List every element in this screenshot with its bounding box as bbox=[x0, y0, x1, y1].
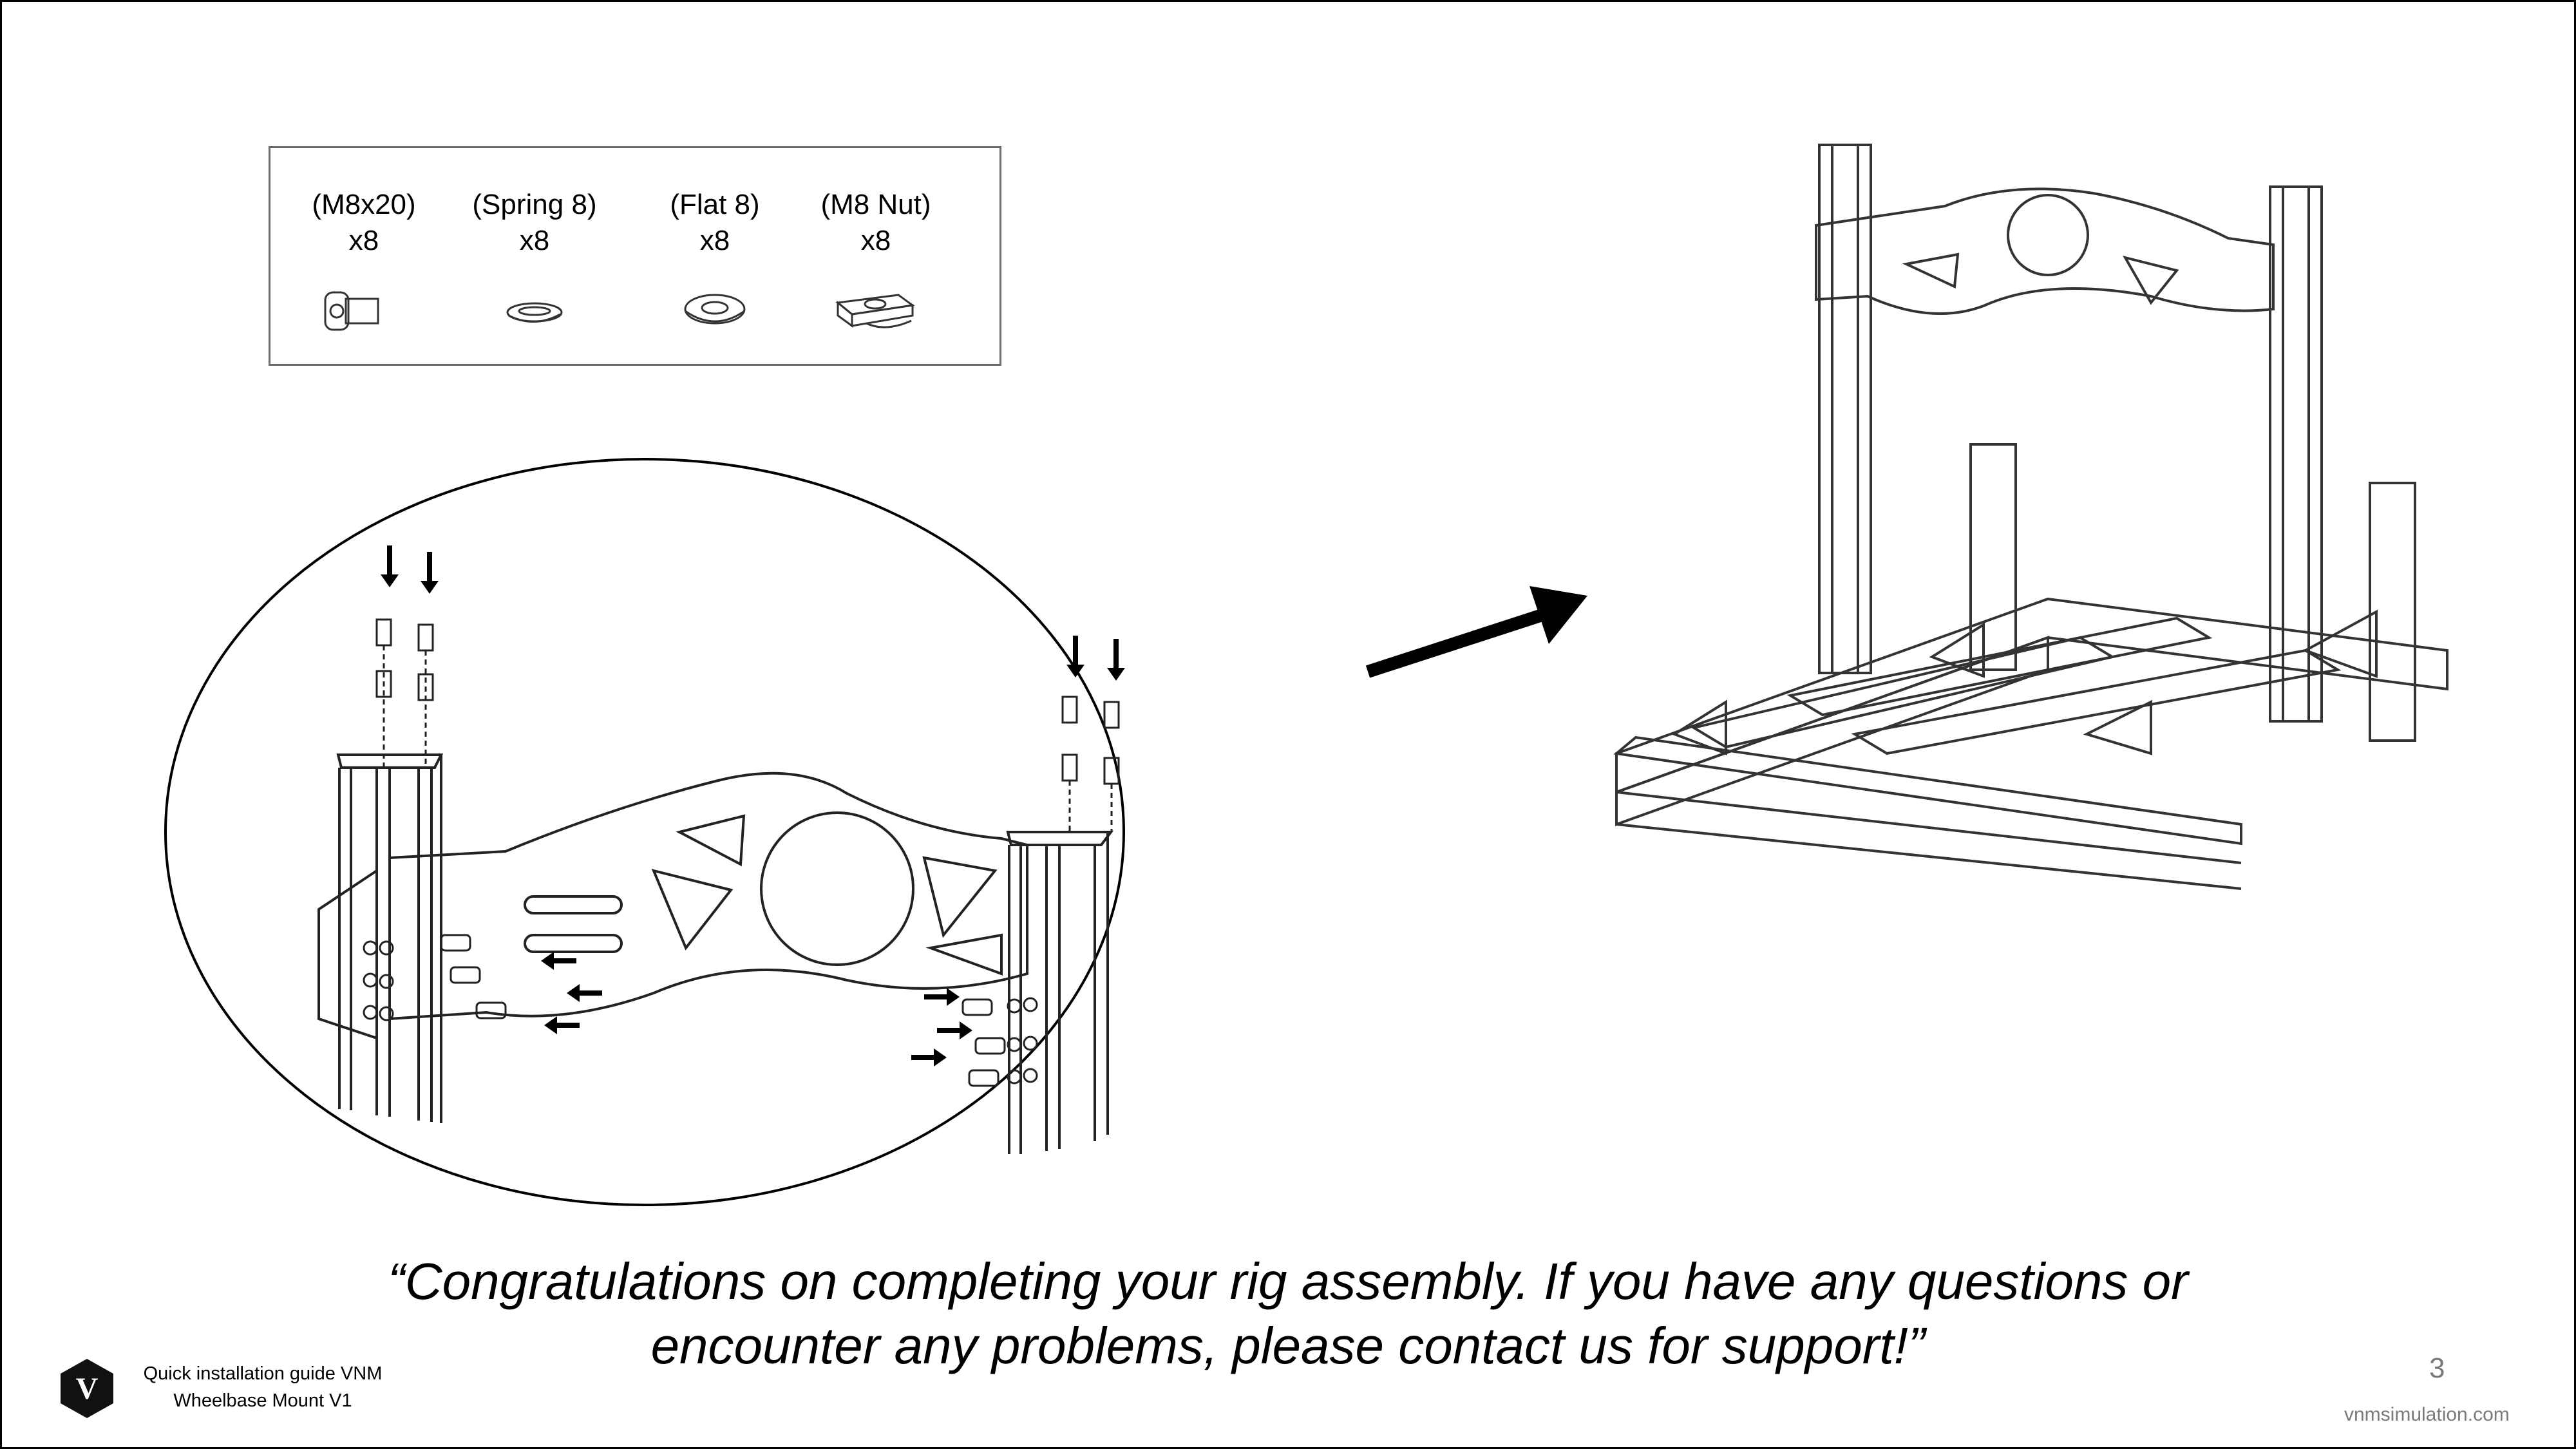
part-name: (M8x20) bbox=[312, 189, 416, 220]
wheelbase-mount-plate-top bbox=[1815, 187, 2275, 315]
detail-ellipse bbox=[164, 458, 1125, 1206]
part-flat-washer: (Flat 8) x8 bbox=[631, 187, 799, 325]
tall-upright-right bbox=[2269, 185, 2323, 723]
part-t-nut: (M8 Nut) x8 bbox=[792, 187, 960, 328]
website-link[interactable]: vnmsimulation.com bbox=[2344, 1404, 2510, 1425]
direction-arrows bbox=[381, 545, 1125, 1066]
flat-washer-icon bbox=[684, 294, 746, 325]
t-nut-icon bbox=[835, 294, 915, 328]
quote-line-2: encounter any problems, please contact u… bbox=[650, 1317, 1926, 1374]
bolt-icon bbox=[324, 291, 379, 331]
assembly-detail-illustration bbox=[164, 458, 1125, 1206]
left-t-nuts bbox=[375, 618, 434, 768]
guide-title-line-2: Wheelbase Mount V1 bbox=[173, 1390, 352, 1411]
vnm-logo-icon: V bbox=[61, 1359, 113, 1418]
part-qty: x8 bbox=[860, 225, 891, 256]
parts-list-box: (M8x20) x8 (Spring 8) x8 (Flat 8) x8 (M8… bbox=[269, 146, 1001, 366]
right-aluminum-profile bbox=[1006, 831, 1113, 1154]
guide-title-line-1: Quick installation guide VNM bbox=[143, 1363, 383, 1384]
part-spring-washer: (Spring 8) x8 bbox=[451, 187, 618, 323]
completed-rig-illustration bbox=[1613, 144, 2448, 890]
wheelbase-mount-plate bbox=[317, 772, 1028, 1040]
spring-washer-icon bbox=[506, 302, 563, 323]
right-bolts bbox=[961, 997, 1038, 1087]
part-qty: x8 bbox=[519, 225, 550, 256]
part-name: (M8 Nut) bbox=[820, 189, 931, 220]
part-bolt: (M8x20) x8 bbox=[280, 187, 448, 331]
guide-title: Quick installation guide VNM Wheelbase M… bbox=[121, 1360, 404, 1414]
completion-message: “Congratulations on completing your rig … bbox=[361, 1249, 2215, 1378]
part-qty: x8 bbox=[699, 225, 730, 256]
part-name: (Spring 8) bbox=[472, 189, 597, 220]
quote-line-1: “Congratulations on completing your rig … bbox=[388, 1253, 2188, 1310]
pointer-arrow-icon bbox=[1365, 586, 1587, 678]
tall-upright-left bbox=[1818, 144, 1872, 674]
left-bolts bbox=[363, 934, 507, 1021]
right-t-nuts bbox=[1061, 696, 1120, 832]
part-qty: x8 bbox=[348, 225, 379, 256]
part-name: (Flat 8) bbox=[670, 189, 760, 220]
svg-text:V: V bbox=[76, 1372, 99, 1406]
page-number: 3 bbox=[2429, 1352, 2445, 1384]
